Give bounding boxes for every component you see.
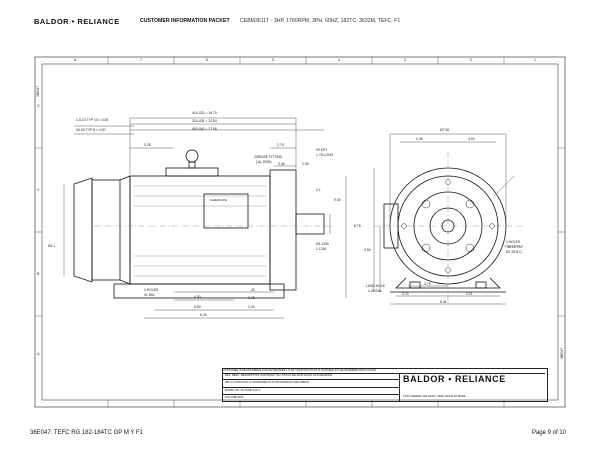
dim-label: .20: [250, 288, 255, 292]
dim-label: 4.50: [364, 248, 371, 252]
title-brand: BALDOR • RELIANCE: [403, 374, 506, 384]
dim-label: 3.25: [144, 143, 151, 147]
dim-label: 0.1: [316, 188, 321, 192]
dim-label: GREASE FITTING: [254, 155, 283, 159]
zone-8: 8: [74, 58, 77, 62]
dim-label: 1.75 LONG: [316, 153, 334, 157]
drawing-lines: [34, 56, 566, 408]
title-row: REV F1 POSITION F1 APPROVED 91-PT-BCTD/S…: [223, 380, 399, 388]
dim-label: 4 HOLES: [506, 240, 521, 244]
zone-1: 1: [534, 58, 537, 62]
dim-label: 450-446 = 17.06: [192, 127, 217, 131]
dim-label: (1A, END): [256, 160, 272, 164]
zone-2: 2: [470, 58, 473, 62]
dim-label: 3.40: [278, 162, 285, 166]
dim-label: 2.75: [277, 143, 284, 147]
nameplate-label: NAMEPLATE: [210, 198, 227, 202]
dim-label: 324-434 = 12.54: [192, 119, 217, 123]
dim-label: 2.75: [248, 296, 255, 300]
dim-label: 4.39: [416, 137, 423, 141]
zone-a: A: [37, 352, 40, 356]
dim-label: 29 KEY: [316, 148, 328, 152]
title-row: MODEL NO. 36-TCMP SHT 1: [223, 388, 399, 396]
dim-label: 4.50: [194, 295, 201, 299]
dim-label: Ø1.1: [48, 244, 56, 248]
zone-3: 3: [404, 58, 407, 62]
zone-d: D: [37, 104, 40, 108]
dim-label: .38-16 TAP: [506, 245, 523, 249]
zone-c: C: [37, 188, 40, 192]
page-header: BALDOR • RELIANCE CUSTOMER INFORMATION P…: [34, 14, 566, 28]
dim-label: 2.00: [302, 162, 309, 166]
baldor-logo: BALDOR • RELIANCE: [34, 16, 120, 26]
page-footer: 36E047: TEFC RG 182-184TC GP M Y F1 Page…: [30, 430, 566, 436]
dim-label: 2.00: [248, 305, 255, 309]
dim-label: 6.30: [200, 313, 207, 317]
dim-label: 30-33 TYP 8 = 4.00: [76, 128, 106, 132]
dim-label: Ø7.36: [440, 128, 450, 132]
zone-5: 5: [272, 58, 275, 62]
dim-label: Ø1.1250: [316, 242, 330, 246]
dim-label: 5.50: [194, 305, 201, 309]
zone-7: 7: [140, 58, 143, 62]
dim-label: 4 HOLES: [144, 288, 159, 292]
footer-page-number: Page 9 of 10: [531, 430, 566, 436]
dim-label: 8.76: [354, 224, 361, 228]
title-note: CUSTOMER IS RESPONSIBLE FOR DETERMINING …: [223, 369, 545, 374]
dim-label: 3.74: [402, 292, 409, 296]
dim-label: 41 DIA.: [144, 293, 156, 297]
title-block: CUSTOMER IS RESPONSIBLE FOR DETERMINING …: [222, 368, 548, 402]
side-label-right: 36E047: [560, 348, 564, 359]
dim-label: LEAD HOLE: [366, 284, 386, 288]
dim-label: 9.40: [334, 198, 341, 202]
zone-4: 4: [338, 58, 341, 62]
dim-label: 4.90: [468, 137, 475, 141]
footer-doc-id: 36E047: TEFC RG 182-184TC GP M Y F1: [30, 430, 143, 436]
title-row: DIN CMB-5000: [225, 396, 244, 400]
dim-label: 1.09 DIA.: [368, 289, 383, 293]
dim-label: 1.5-10 TYP 10 = 0.35: [76, 118, 109, 122]
side-label-left: 36E047: [36, 86, 40, 97]
drawing-sheet: 8 7 6 5 4 3 2 1 D C B A 36E047 36E047 1.…: [34, 56, 566, 408]
dim-label: 3.75: [424, 282, 431, 286]
packet-title: CUSTOMER INFORMATION PACKET: [140, 18, 230, 24]
dim-label: 8.41: [440, 300, 447, 304]
dim-label: 414-433 = 16.79: [192, 111, 217, 115]
dim-label: 4.21: [466, 292, 473, 296]
dim-label: Ø7.25 B.C.: [506, 250, 523, 254]
dim-label: 1.1245: [316, 247, 327, 251]
title-rows: REV. DESC: DESCRIPTION COPYRIGHT ALL STO…: [223, 373, 400, 401]
zone-b: B: [37, 272, 40, 276]
zone-6: 6: [206, 58, 209, 62]
title-subtitle: FOTO SERIES 182-184TC TEFC RIGID W/ BASE: [403, 394, 466, 398]
model-description: CEBM3611T - 3HP, 1760RPM, 3PH, 60HZ, 182…: [240, 18, 401, 24]
title-row: REV. DESC: DESCRIPTION COPYRIGHT ALL STO…: [223, 373, 399, 381]
